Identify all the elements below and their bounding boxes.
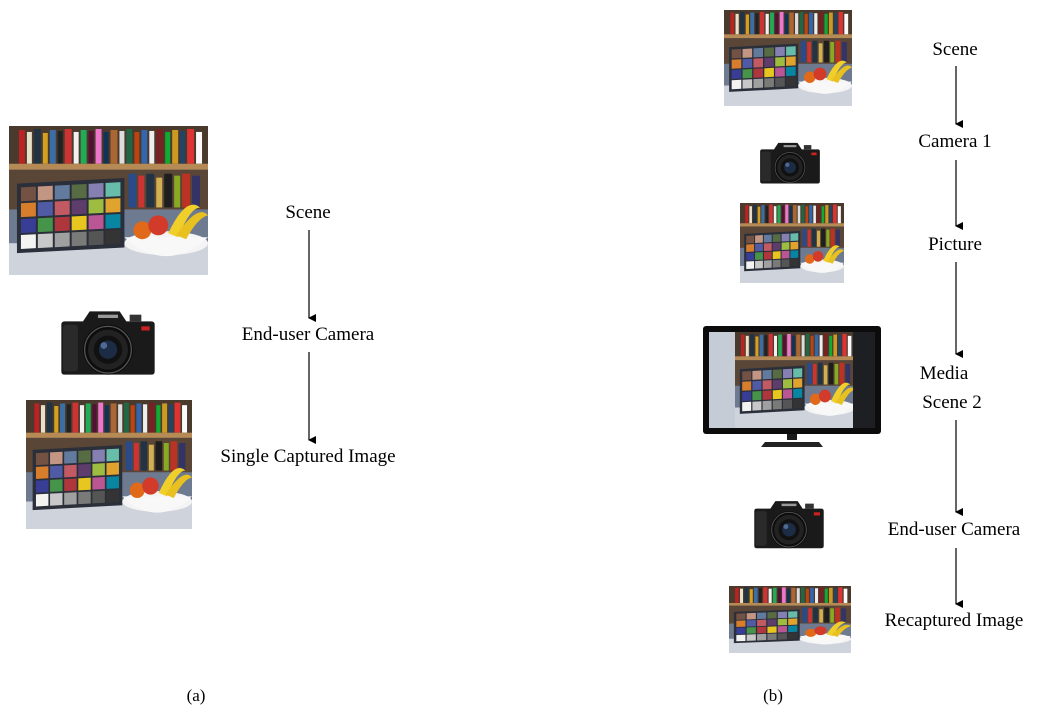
- flow-b-step-scene: Scene: [932, 39, 978, 60]
- recaptured-photo-b: [729, 586, 851, 653]
- flow-a-step-captured: Single Captured Image: [220, 446, 396, 467]
- flow-a-step-scene: Scene: [285, 202, 331, 223]
- camera-icon: [759, 142, 821, 184]
- camera-icon: [753, 500, 825, 549]
- camera2-photo-b: [750, 490, 828, 552]
- scene-photo-b: [724, 10, 852, 106]
- flow-b-step-media: Media: [919, 363, 969, 384]
- caption-a: (a): [186, 686, 206, 705]
- caption-b: (b): [763, 686, 783, 705]
- flow-b-step-recaptured: Recaptured Image: [884, 610, 1024, 631]
- scene-photo-icon: [724, 10, 852, 106]
- camera1-photo-b: [758, 132, 822, 188]
- scene-photo-icon: [729, 586, 851, 653]
- monitor-icon: [703, 326, 881, 447]
- flow-b-step-camera1: Camera 1: [918, 131, 992, 152]
- monitor-photo-b: [703, 326, 881, 448]
- flow-b-step-scene2: Scene 2: [922, 392, 982, 413]
- flow-b-step-enduser-camera: End-user Camera: [887, 519, 1021, 540]
- picture-photo-b: [740, 203, 844, 283]
- flow-b-step-picture: Picture: [928, 234, 982, 255]
- scene-photo-icon: [740, 203, 844, 283]
- flow-a-step-camera: End-user Camera: [241, 324, 375, 345]
